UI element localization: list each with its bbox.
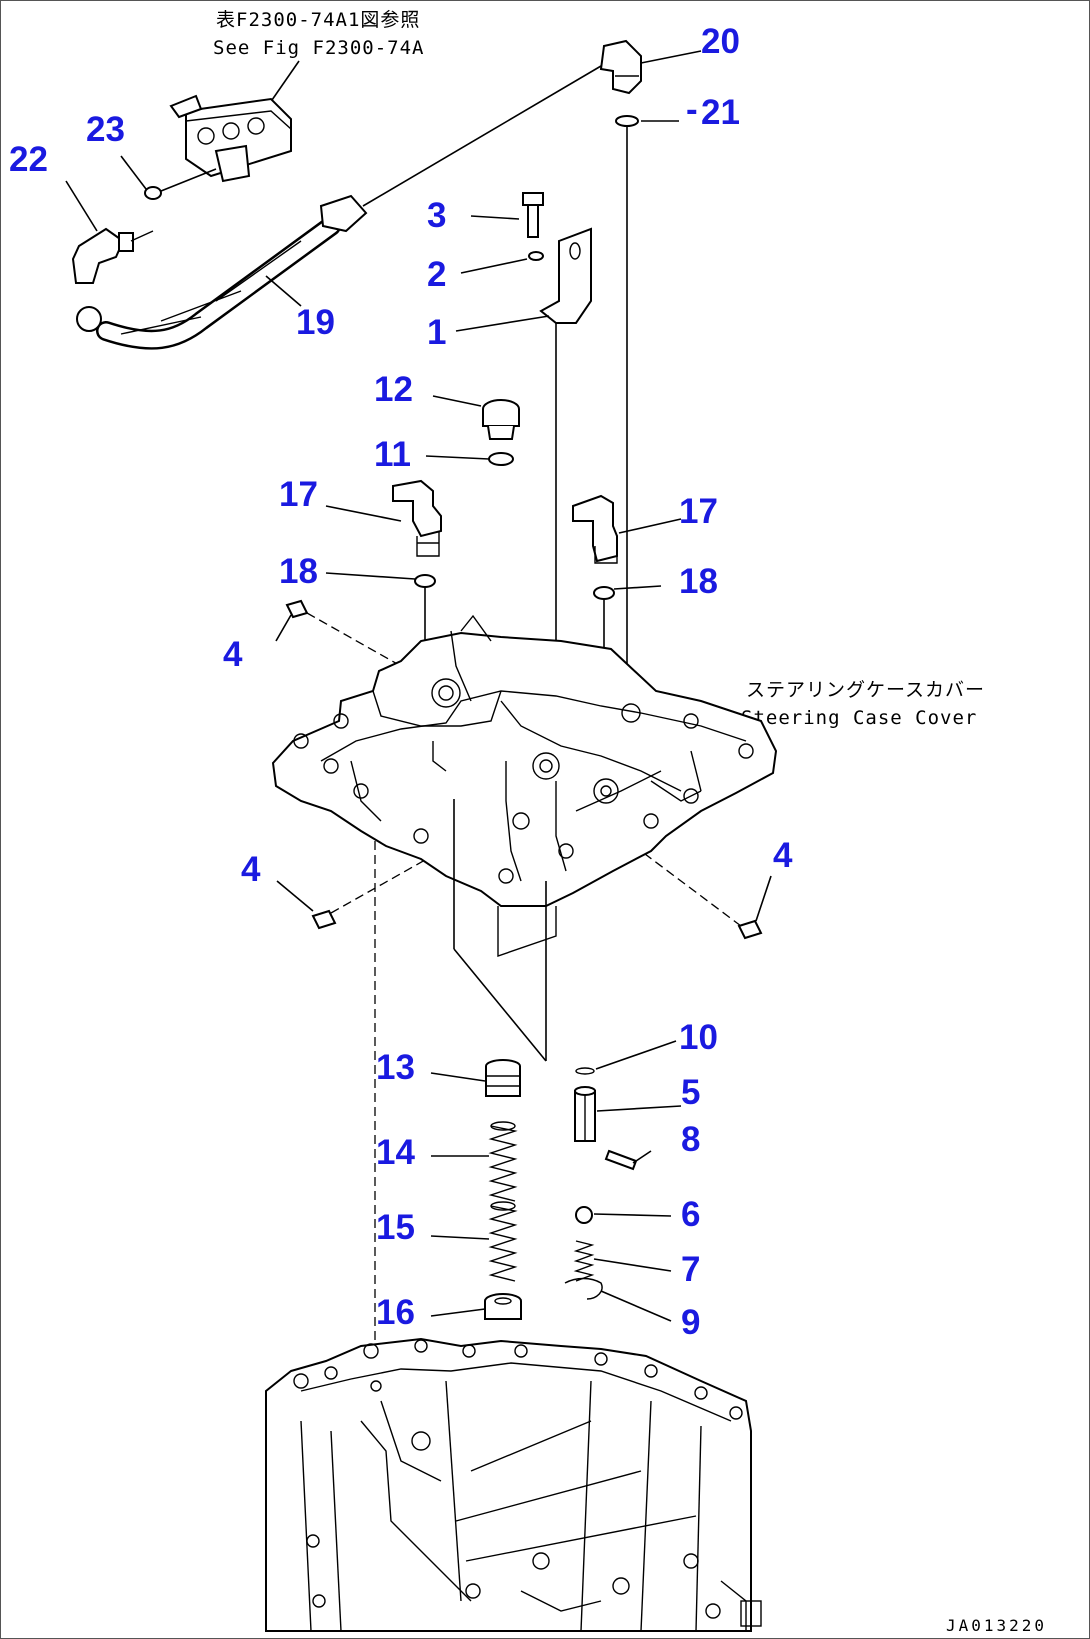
ring-10 [575,1067,595,1075]
pin-8 [604,1149,638,1171]
callout-11: 11 [374,435,411,474]
callout-2: 2 [427,255,446,294]
bolt-4-left [311,909,337,930]
callout-5: 5 [681,1073,700,1112]
o-ring-18-right [593,586,615,600]
callout-numbers: 3 2 1 4 4 4 5 6 7 8 9 10 11 12 13 14 15 … [9,22,793,1342]
leader-lines [65,50,772,1322]
elbow-fitting-22 [71,227,154,284]
drawing-code: JA013220 [946,1616,1047,1635]
callout-8: 8 [681,1120,700,1159]
callout-16: 16 [376,1293,415,1332]
callout-17-left: 17 [279,475,318,514]
ball-6 [575,1206,593,1224]
callout-18-left: 18 [279,552,318,591]
note-reference-en: See Fig F2300-74A [213,37,424,59]
callout-4-left: 4 [241,850,261,889]
callout-13: 13 [376,1048,415,1087]
callout-21: 21 [701,93,740,132]
spring-15 [488,1201,518,1282]
callout-22: 22 [9,140,48,179]
callout-20: 20 [701,22,740,61]
washer-2 [528,251,544,261]
callout-6: 6 [681,1195,700,1234]
hose-assembly [76,65,602,350]
valve-block [169,94,292,183]
callout-1: 1 [427,313,446,352]
callout-18-right: 18 [679,562,718,601]
elbow-fitting-17-right [572,494,618,564]
callout-9: 9 [681,1303,700,1342]
callout-17-right: 17 [679,492,718,531]
piston-13 [485,1059,521,1097]
transmission-case [265,1337,762,1632]
callout-23: 23 [86,110,125,149]
callout-7: 7 [681,1250,700,1289]
bolt-3 [522,192,544,238]
o-ring-23 [144,186,162,200]
bracket-1 [539,227,592,324]
callout-15: 15 [376,1208,415,1247]
elbow-fitting-20 [599,39,642,95]
note-cover-en: Steering Case Cover [741,707,977,729]
o-ring-18-left [414,574,436,588]
callout-4-top: 4 [223,635,243,674]
callout-12: 12 [374,370,413,409]
phantom-line-b [453,948,547,1062]
callout-10: 10 [679,1018,718,1057]
note-cover-jp: ステアリングケースカバー [746,679,985,701]
note-reference-jp: 表F2300-74A1図参照 [216,9,420,31]
callout-21-dash: - [686,90,698,129]
plunger-5 [574,1086,596,1142]
o-ring-11 [488,452,514,466]
callout-14: 14 [376,1133,415,1172]
bolt-4-top [285,599,309,619]
bolt-4-top-axis [306,612,402,667]
spring-7 [573,1240,595,1282]
o-ring-23-axis [160,168,217,192]
o-ring-21 [615,115,639,127]
callout-4-right: 4 [773,836,793,875]
bolt-4-right-axis [640,850,742,927]
spring-14 [488,1121,518,1202]
steering-case-cover [271,614,778,957]
plug-12 [482,399,520,440]
spring-seat-16 [484,1293,522,1320]
callout-19: 19 [296,303,335,342]
hose-to-elbow-line [362,65,602,207]
bolt-4-right [737,919,763,940]
ring-9 [564,1277,603,1300]
callout-3: 3 [427,196,446,235]
elbow-fitting-17-left [392,479,442,557]
